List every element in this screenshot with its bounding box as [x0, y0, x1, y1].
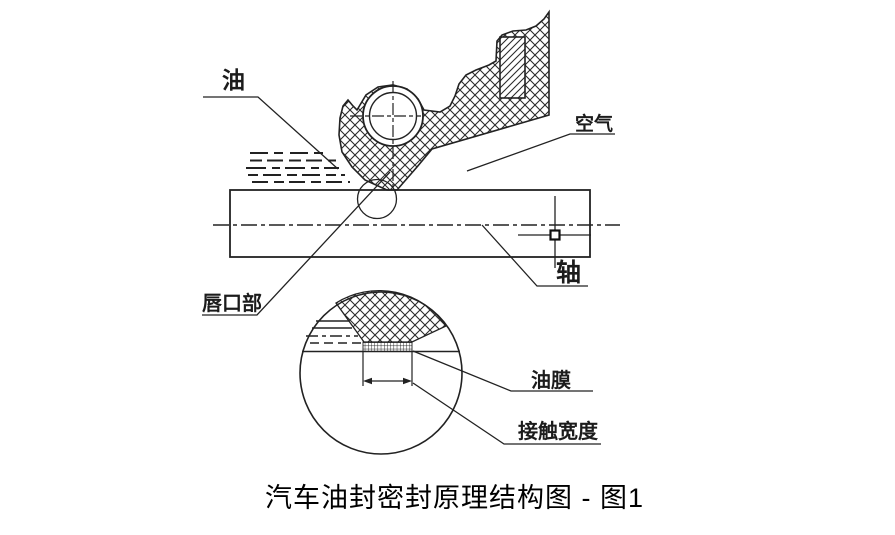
detail-lip-wedge [335, 289, 447, 343]
oil-level-lines [246, 152, 350, 183]
air-leader-line [466, 133, 615, 172]
shaft [213, 189, 620, 268]
seal-cross-section [338, 9, 550, 220]
oil-leader-line [203, 96, 339, 170]
oil-film-label: 油膜 [531, 368, 571, 392]
lip-leader-line [202, 171, 391, 316]
leader-lines [202, 96, 615, 445]
shaft-body [229, 189, 591, 258]
detail-view [299, 289, 463, 455]
oil-film-strip [362, 341, 413, 352]
oil-film-leader-line [412, 350, 593, 392]
lip-contact-indicator-circle [356, 178, 398, 220]
contact-width-leader-line [412, 382, 601, 445]
shaft-center-mark [518, 196, 591, 268]
contact-width-label: 接触宽度 [518, 419, 599, 443]
figure-caption: 汽车油封密封原理结构图 - 图1 [264, 483, 644, 513]
contact-width-dimension [362, 351, 413, 386]
dimension-arrow-left [363, 377, 372, 385]
shaft-label: 轴 [556, 258, 581, 287]
air-label: 空气 [575, 112, 613, 135]
detail-oil-level-lines [306, 320, 361, 344]
shaft-leader-line [481, 224, 588, 287]
oil-label: 油 [222, 67, 245, 93]
metal-insert [499, 36, 526, 99]
garter-spring [350, 81, 424, 191]
dimension-arrow-right [403, 377, 412, 385]
lip-label: 唇口部 [202, 291, 262, 315]
